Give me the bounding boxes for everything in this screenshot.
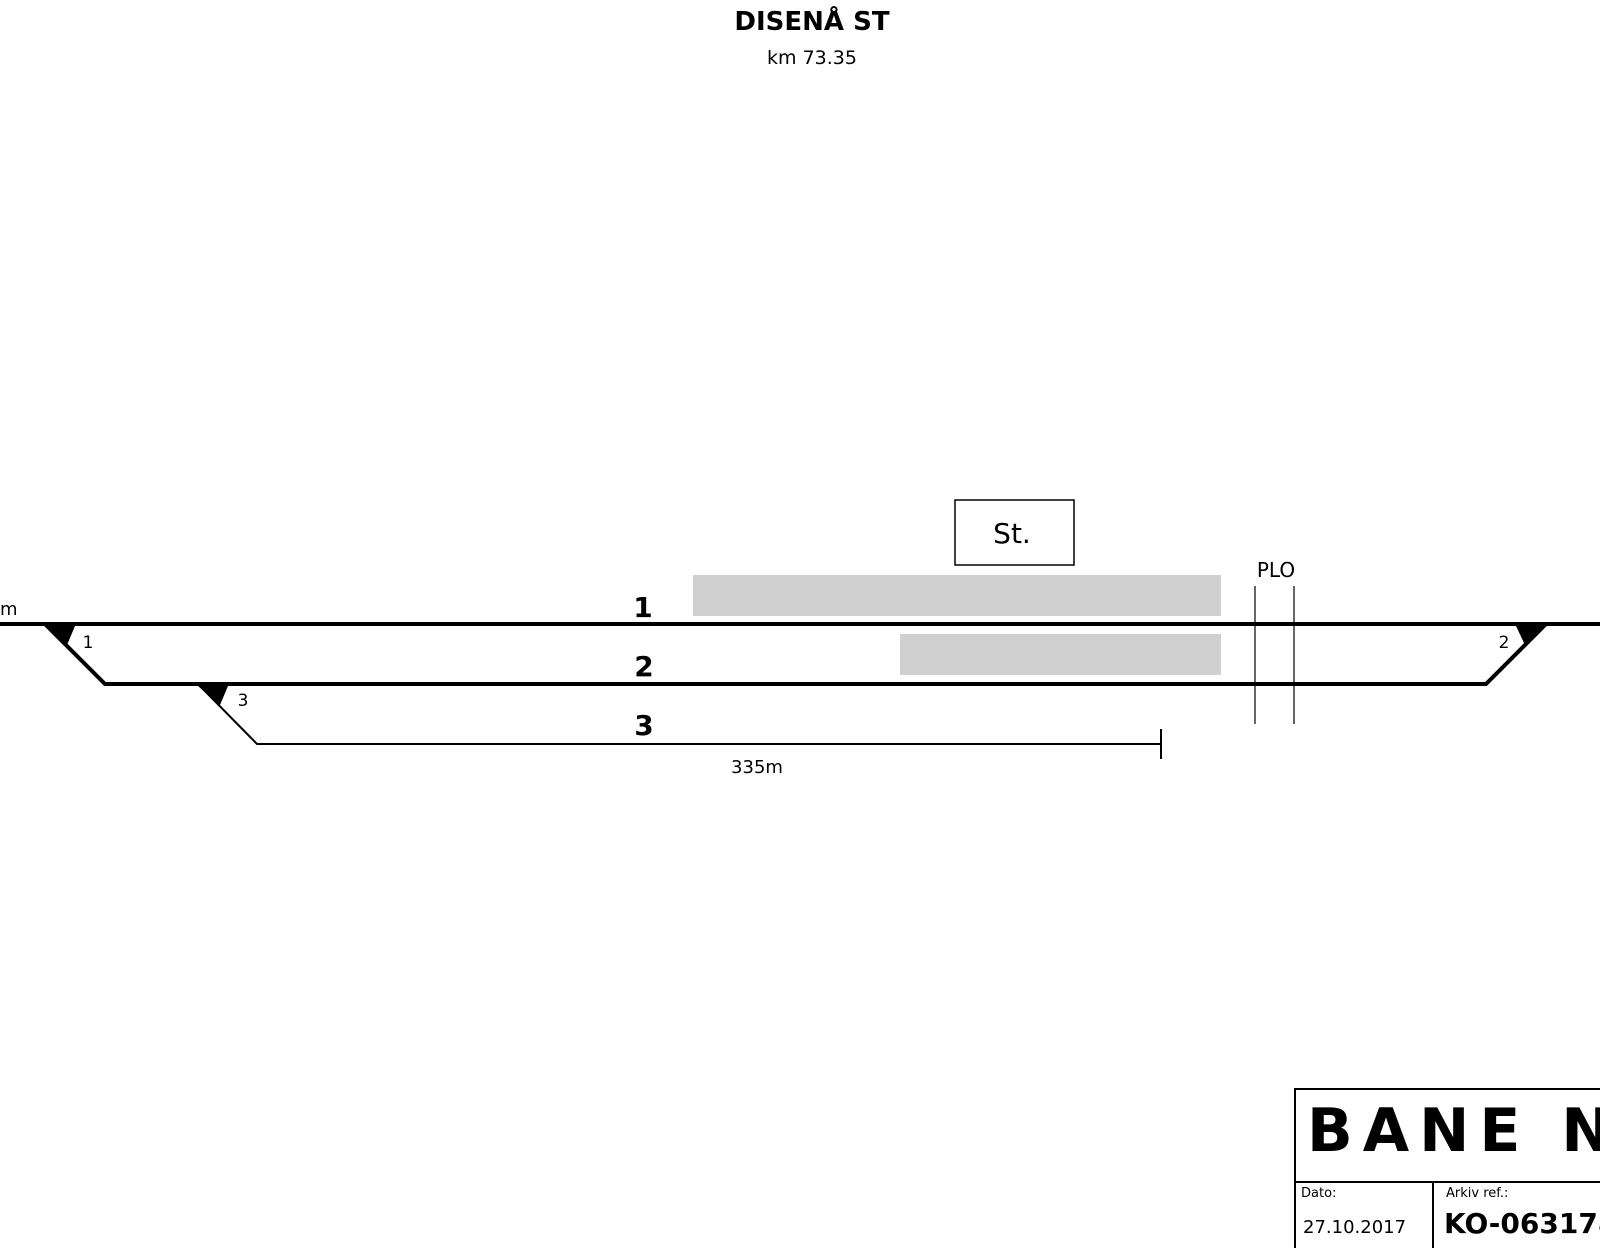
archive-value: KO-063178- bbox=[1444, 1207, 1600, 1240]
date-label: Dato: bbox=[1301, 1186, 1336, 1201]
track-3-number: 3 bbox=[634, 709, 653, 742]
siding-length-label: 335m bbox=[731, 757, 783, 778]
switch-1-marker bbox=[45, 626, 75, 645]
title-block-frame bbox=[1294, 1088, 1600, 1248]
switch-1-number: 1 bbox=[83, 633, 94, 653]
switch-2-number: 2 bbox=[1499, 633, 1510, 653]
switch-2-marker bbox=[1516, 626, 1546, 645]
left-edge-label: m bbox=[0, 599, 18, 620]
track-2-number: 2 bbox=[634, 650, 653, 683]
title-block: BANE NO Dato: 27.10.2017 Arkiv ref.: KO-… bbox=[1294, 1088, 1600, 1248]
station-title: DISENÅ ST bbox=[734, 5, 889, 37]
switch-3-marker bbox=[198, 686, 228, 705]
archive-label: Arkiv ref.: bbox=[1446, 1186, 1508, 1201]
track-1-number: 1 bbox=[633, 591, 652, 624]
station-building bbox=[954, 499, 1075, 566]
level-crossing-label: PLO bbox=[1257, 558, 1295, 582]
bane-nor-logo: BANE NO bbox=[1307, 1096, 1600, 1166]
switch-3-number: 3 bbox=[238, 691, 249, 711]
station-km: km 73.35 bbox=[767, 47, 857, 69]
logo-text: BANE NO bbox=[1307, 1096, 1600, 1166]
station-building-label: St. bbox=[993, 517, 1031, 550]
track-2 bbox=[43, 622, 1548, 686]
platform-track-2 bbox=[900, 634, 1221, 675]
platform-track-1 bbox=[693, 575, 1221, 616]
date-value: 27.10.2017 bbox=[1303, 1217, 1406, 1238]
track-3 bbox=[197, 683, 1161, 745]
